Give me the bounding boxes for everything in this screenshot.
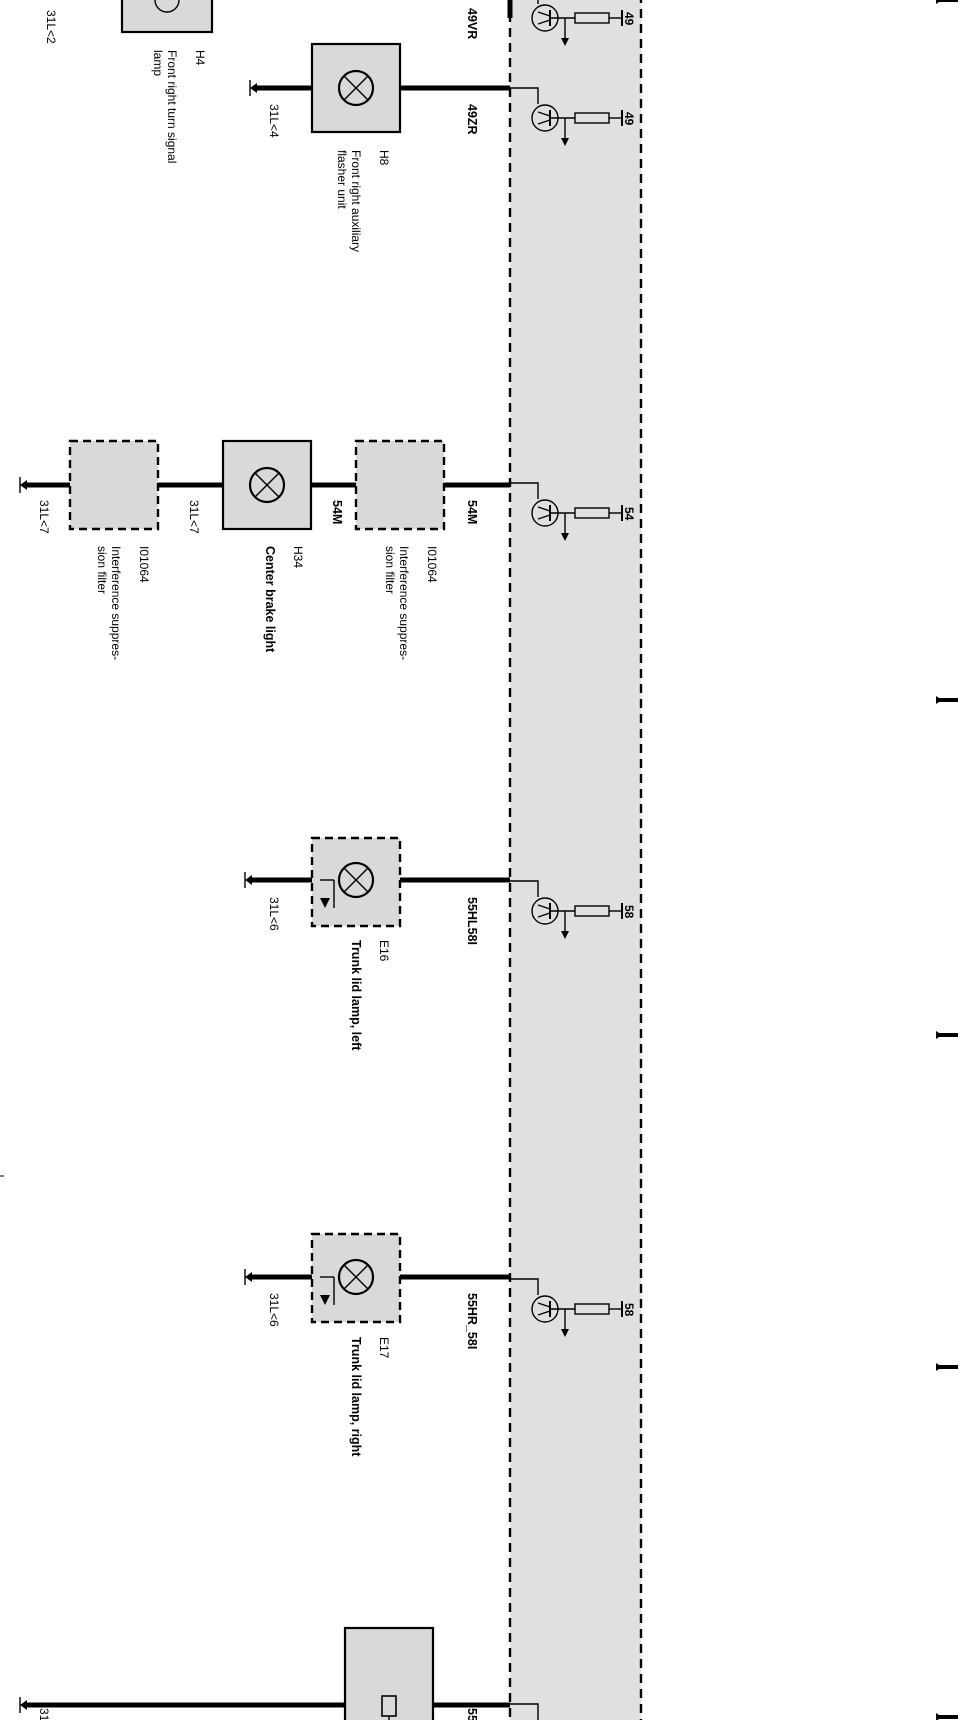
h4-id: H4	[193, 50, 207, 66]
e16-id: E16	[377, 940, 391, 962]
edge-connector-mark	[936, 0, 958, 4]
driver-stage: 58	[510, 880, 636, 939]
wire-label-49zr: 49ZR	[465, 104, 479, 135]
control-module	[508, 0, 643, 1720]
e17-id: E17	[377, 1337, 391, 1359]
component-e16: 31L<6 55HL58I E16 Trunk lid lamp, left	[244, 836, 510, 1051]
h34-id: H34	[291, 546, 305, 568]
wire-49vr: 49VR	[465, 0, 513, 39]
wire-label-54m: 54M	[465, 500, 479, 524]
component-h4: 31L<2 H4 Front right turn signal lamp	[44, 0, 214, 163]
i01064-a-desc-2: sion filter	[383, 546, 397, 594]
wire-label-31l7: 31L<7	[187, 500, 201, 534]
pin-label: 58	[622, 1303, 636, 1317]
driver-stages: 49 49 54 58 58 58	[510, 0, 636, 1720]
edge-connector-mark	[936, 696, 958, 704]
wire-label-55hr58i: 55HR_58I	[465, 1293, 479, 1349]
ground-label-h4: 31L<2	[44, 10, 58, 44]
ground-label-e16: 31L<6	[267, 897, 281, 931]
edge-connector-mark	[936, 1031, 958, 1039]
driver-stage: 58	[510, 1278, 636, 1337]
ground-label-31e: 31E	[37, 1708, 51, 1720]
e17-desc: Trunk lid lamp, right	[349, 1337, 363, 1457]
h8-desc-1: Front right auxiliary	[349, 150, 363, 252]
driver-stage: 58	[510, 1703, 539, 1720]
edge-connector-mark	[936, 1713, 958, 1720]
edge-marks	[936, 0, 958, 1720]
edge-connector-mark	[936, 1363, 958, 1371]
driver-stage: 54	[510, 482, 636, 541]
component-h8: 31L<4 49ZR H8 Front right auxiliary flas…	[249, 42, 510, 252]
i01064-b-desc-1: Interference suppres-	[109, 546, 123, 660]
pin-label: 58	[622, 905, 636, 919]
h8-desc-2: flasher unit	[335, 150, 349, 209]
wire-label-55hl58i: 55HL58I	[465, 897, 479, 945]
h8-id: H8	[377, 150, 391, 166]
chain-54: 31L<7 I01064 Interference suppres- sion …	[19, 439, 510, 660]
component-i01064-a	[354, 439, 446, 531]
i01064-b-id: I01064	[137, 546, 151, 583]
ground-label-i01064-b: 31L<7	[37, 500, 51, 534]
component-i01064-b	[68, 439, 160, 531]
driver-stage: 49	[531, 0, 636, 46]
svg-text:49VR: 49VR	[465, 8, 479, 39]
i01064-b-desc-2: sion filter	[95, 546, 109, 594]
i01064-a-id: I01064	[425, 546, 439, 583]
ground-label-e17: 31L<6	[267, 1293, 281, 1327]
pin-label: 49	[622, 112, 636, 126]
h4-desc-1: Front right turn signal	[165, 50, 179, 163]
e16-desc: Trunk lid lamp, left	[349, 940, 363, 1051]
pin-label: 49	[622, 12, 636, 26]
i01064-a-desc-1: Interference suppres-	[397, 546, 411, 660]
ground-label-h8: 31L<4	[267, 104, 281, 138]
component-bottom: 31E 55V	[19, 1626, 510, 1720]
wire-label-54m-in: 54M	[330, 500, 344, 524]
h34-desc: Center brake light	[263, 546, 277, 653]
pin-label: 54	[622, 507, 636, 521]
driver-stage: 49	[510, 87, 636, 146]
component-e17: 31L<6 55HR_58I E17 Trunk lid lamp, right	[244, 1232, 510, 1457]
wire-label-55v: 55V	[465, 1708, 479, 1720]
h4-desc-2: lamp	[151, 50, 165, 76]
